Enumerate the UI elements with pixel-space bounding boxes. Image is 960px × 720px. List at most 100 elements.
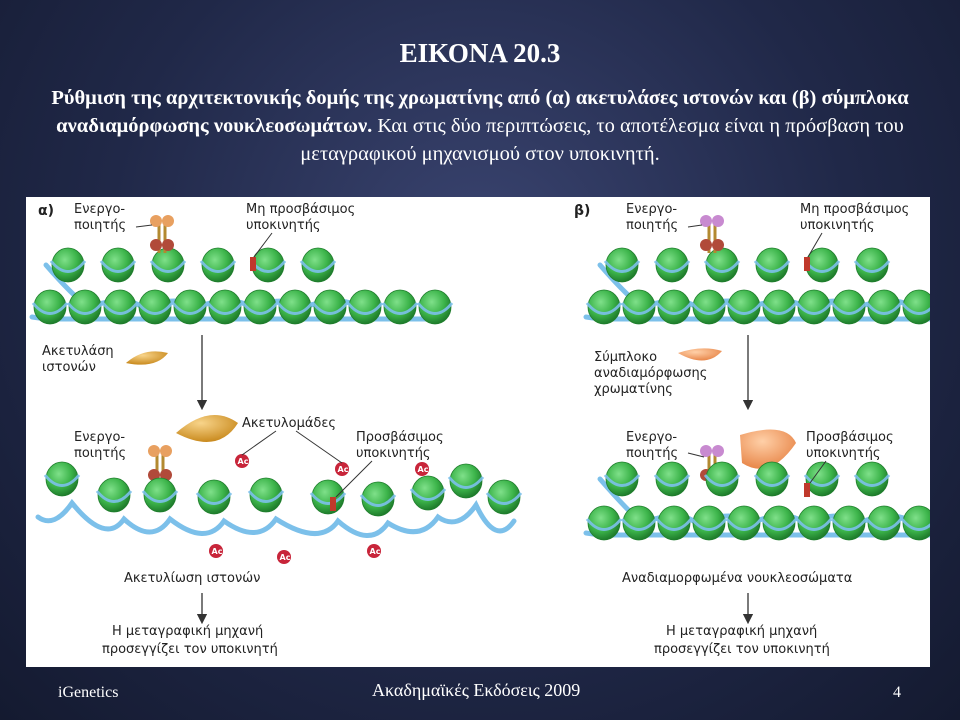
panel-a-fiber-top-nucleosome-upper-dna-wrap (299, 260, 337, 273)
panel-a-open-nucleosome (487, 479, 521, 515)
panel-a-accessible-1: Προσβάσιμος (356, 430, 444, 445)
panel-b-activator-bottom-2: ποιητής (626, 446, 678, 461)
panel-b-fiber-bottom-nucleosome-upper (805, 461, 839, 497)
panel-a-activator-top-base (162, 239, 174, 251)
acetyl-group-label: Ac (370, 547, 381, 556)
panel-a-inaccessible-1: Μη προσβάσιμος (246, 202, 355, 217)
panel-a-open-nucleosome-dna-wrap (195, 492, 233, 505)
panel-a-fiber-top-nucleosome-lower (103, 289, 137, 325)
panel-a-fiber-top-nucleosome-lower (33, 289, 67, 325)
panel-a-open-dna (35, 498, 517, 538)
panel-a-open-nucleosome-dna-wrap (247, 490, 285, 503)
panel-b-fiber-bottom-nucleosome-lower (657, 505, 691, 541)
panel-b-fiber-bottom-nucleosome-upper (755, 461, 789, 497)
panel-a-fiber-top-nucleosome-upper-dna-wrap (49, 260, 87, 273)
panel-a-activator-bottom-2: ποιητής (74, 446, 126, 461)
acetyl-group-label: Ac (280, 553, 291, 562)
panel-a-fiber-top-nucleosome-upper (101, 247, 135, 283)
panel-b-fiber-top-nucleosome-lower (657, 289, 691, 325)
panel-b-activator-top-base (700, 239, 712, 251)
panel-a-fiber-top-nucleosome-lower (383, 289, 417, 325)
panel-b-fiber-bottom-nucleosome-lower (832, 505, 866, 541)
acetyl-group (209, 544, 223, 558)
panel-a-result: Ακετυλίωση ιστονών (124, 571, 260, 586)
panel-a-open-nucleosome-dna-wrap (485, 492, 523, 505)
acetyl-group (415, 462, 429, 476)
panel-a-fiber-top-nucleosome-lower-dna-wrap (416, 302, 454, 315)
panel-a-open-nucleosome (197, 479, 231, 515)
panel-b-accessible-pointer (809, 460, 827, 484)
panel-a-promoter-bottom (330, 497, 336, 511)
panel-b-activator-top-head (700, 215, 712, 227)
panel-a-fiber-top-nucleosome-upper-dna-wrap (199, 260, 237, 273)
panel-a-tag: α) (38, 203, 54, 219)
panel-b-fiber-bottom-nucleosome-upper-dna-wrap (803, 474, 841, 487)
panel-a-open-nucleosome (411, 475, 445, 511)
panel-b-fiber-bottom-nucleosome-lower (762, 505, 796, 541)
panel-a-activator-bottom-1: Ενεργο- (74, 430, 125, 445)
panel-a-promoter-pointer (253, 232, 273, 258)
panel-b-fiber-bottom-nucleosome-lower-dna-wrap (865, 518, 903, 531)
panel-b-activator-pointer (687, 224, 703, 228)
panel-a-fiber-top-nucleosome-lower (138, 289, 172, 325)
panel-a-open-nucleosome-dna-wrap (447, 476, 485, 489)
panel-a-open-nucleosome-dna-wrap (409, 488, 447, 501)
panel-b-fiber-top-nucleosome-lower (762, 289, 796, 325)
panel-b-activator-bottom-pointer (687, 452, 705, 458)
panel-a-inaccessible-2: υποκινητής (246, 218, 321, 233)
panel-b-fiber-top-nucleosome-upper-dna-wrap (603, 260, 641, 273)
panel-b-fiber-bottom-nucleosome-lower-dna-wrap (830, 518, 868, 531)
panel-b-fiber-top-nucleosome-lower-dna-wrap (690, 302, 728, 315)
panel-a-accessible-2: υποκινητής (356, 446, 431, 461)
panel-a-fiber-top-nucleosome-upper (51, 247, 85, 283)
panel-a-fiber-top-nucleosome-upper (301, 247, 335, 283)
panel-a-enzyme-1: Ακετυλάση (42, 344, 114, 359)
panel-a-fiber-top-nucleosome-lower (278, 289, 312, 325)
panel-a-fiber-top-nucleosome-upper-dna-wrap (149, 260, 187, 273)
panel-a-open-nucleosome (361, 481, 395, 517)
panel-b-fiber-bottom-nucleosome-upper-dna-wrap (603, 474, 641, 487)
panel-b-fiber-bottom-nucleosome-lower (867, 505, 901, 541)
panel-b-fiber-bottom-nucleosome-lower-dna-wrap (900, 518, 930, 531)
panel-a-open-nucleosome (97, 477, 131, 513)
panel-b-activator-bottom-head (712, 445, 724, 457)
panel-a-open-nucleosome-dna-wrap (309, 492, 347, 505)
caption-rest: Και στις δύο περιπτώσεις, το αποτέλεσμα … (300, 115, 904, 165)
panel-b-promoter-top (804, 257, 810, 271)
acetyl-group (367, 544, 381, 558)
acetyl-group (335, 462, 349, 476)
panel-b-promoter-pointer (807, 232, 823, 258)
panel-b-fiber-bottom-nucleosome-upper (655, 461, 689, 497)
panel-b-fiber-top-nucleosome-upper-dna-wrap (703, 260, 741, 273)
panel-b-fiber-top-nucleosome-upper (655, 247, 689, 283)
panel-a-fiber-top-nucleosome-lower-dna-wrap (31, 302, 69, 315)
panel-a-activator-top-head (150, 215, 162, 227)
panel-b-fiber-bottom-nucleosome-lower (692, 505, 726, 541)
panel-a-open-nucleosome-dna-wrap (359, 494, 397, 507)
panel-b-tag: β) (574, 203, 590, 219)
histone-acetylase-shape (126, 351, 168, 365)
panel-a-activator-top-base (150, 239, 162, 251)
panel-b-enzyme-3: χρωματίνης (594, 382, 673, 397)
panel-a-open-nucleosome (45, 461, 79, 497)
acetyl-group-label: Ac (238, 457, 249, 466)
panel-a-open-nucleosome (449, 463, 483, 499)
panel-b-fiber-bottom-nucleosome-lower (727, 505, 761, 541)
panel-b-fiber-top-nucleosome-lower-dna-wrap (655, 302, 693, 315)
histone-acetylase-bound (176, 415, 238, 442)
panel-a-fiber-top-nucleosome-lower-dna-wrap (136, 302, 174, 315)
panel-b-fiber-top-nucleosome-lower (727, 289, 761, 325)
panel-a-fiber-top-nucleosome-lower-dna-wrap (276, 302, 314, 315)
panel-a-accessible-pointer (335, 460, 373, 498)
panel-b-fiber-top-nucleosome-lower-dna-wrap (760, 302, 798, 315)
footer-center: Ακαδημαϊκές Εκδόσεις 2009 (372, 680, 581, 700)
panel-a-outcome-1: Η μεταγραφική μηχανή (112, 624, 263, 639)
chromatin-diagram: α) Ενεργο- ποιητής Μη προσβάσιμος υποκιν… (29, 202, 930, 657)
panel-b-fiber-top-nucleosome-lower (692, 289, 726, 325)
remodeling-complex-bound (740, 429, 796, 469)
panel-b-activator-bottom-head (700, 445, 712, 457)
panel-b-accessible-1: Προσβάσιμος (806, 430, 894, 445)
panel-b-accessible-2: υποκινητής (806, 446, 881, 461)
panel-a-fiber-top-nucleosome-lower (243, 289, 277, 325)
panel-b-fiber-bottom-nucleosome-lower-dna-wrap (620, 518, 658, 531)
